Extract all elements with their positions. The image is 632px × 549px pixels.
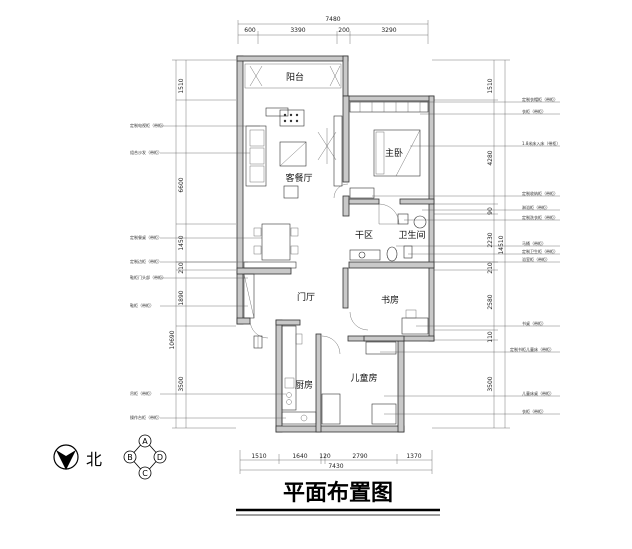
right-dim-5: 210 bbox=[487, 262, 494, 274]
left-dim-4: 210 bbox=[178, 262, 185, 274]
room-kitchen: 厨房 bbox=[295, 379, 313, 391]
room-study: 书房 bbox=[381, 294, 399, 306]
right-dim-3: 90 bbox=[487, 207, 494, 215]
left-dim-3: 1450 bbox=[178, 235, 185, 250]
room-labels: 阳台 客餐厅 主卧 干区 卫生间 门厅 书房 儿童房 厨房 bbox=[285, 71, 425, 391]
note-left-6: 鞋柜（带柜） bbox=[130, 302, 154, 308]
note-left-7: 吊柜（带柜） bbox=[130, 390, 154, 396]
note-right-4: 定制收纳柜（带柜） bbox=[522, 190, 558, 196]
drawing-title-block: 平面布置图 bbox=[236, 480, 440, 516]
section-index-symbol: A B C D bbox=[123, 434, 167, 480]
bottom-dimension-chain: 1510 1640 120 2790 1370 7430 bbox=[239, 450, 433, 474]
top-dimension-chain: 7480 600 3390 200 3290 bbox=[237, 16, 429, 44]
index-b: B bbox=[127, 453, 133, 462]
room-hallway: 干区 bbox=[355, 230, 373, 241]
north-arrow-icon bbox=[56, 450, 76, 470]
note-left-3: 定制餐桌（带柜） bbox=[130, 234, 162, 240]
note-right-9: 浴室柜（带柜） bbox=[522, 256, 550, 262]
note-right-3: 1.8米床入床（带柜） bbox=[522, 140, 560, 146]
right-dim-4: 2230 bbox=[487, 232, 494, 247]
bottom-dim-5: 1370 bbox=[406, 453, 421, 460]
top-dim-2: 3390 bbox=[290, 27, 305, 34]
room-master-bedroom: 主卧 bbox=[385, 147, 403, 159]
bottom-dim-2: 1640 bbox=[292, 453, 307, 460]
north-compass: 北 bbox=[53, 444, 102, 470]
note-left-5: 鞋柜门头部（带柜） bbox=[130, 274, 166, 280]
bottom-dim-1: 1510 bbox=[251, 453, 266, 460]
right-dim-6: 2580 bbox=[487, 294, 494, 309]
note-left-2: 组合沙发（带柜） bbox=[130, 149, 162, 155]
note-left-1: 定制电视柜（带柜） bbox=[130, 122, 166, 128]
left-dim-5: 1890 bbox=[178, 290, 185, 305]
top-dim-4: 3290 bbox=[381, 27, 396, 34]
right-dimension-chain: 1510 4280 90 2230 210 2580 110 3500 1451… bbox=[432, 59, 510, 429]
north-label: 北 bbox=[86, 450, 102, 469]
walls bbox=[236, 55, 435, 433]
note-right-5: 淋浴柜（带柜） bbox=[522, 204, 550, 210]
left-dim-1: 1510 bbox=[178, 78, 185, 93]
note-right-10: 书桌（带柜） bbox=[522, 320, 546, 326]
note-right-11: 定制书柜儿童床（带柜） bbox=[510, 346, 554, 352]
drawing-title: 平面布置图 bbox=[283, 480, 393, 506]
top-total-dim: 7480 bbox=[325, 16, 340, 23]
right-dim-1: 1510 bbox=[487, 78, 494, 93]
room-foyer: 门厅 bbox=[297, 291, 315, 303]
bottom-dim-4: 2790 bbox=[352, 453, 367, 460]
right-dim-8: 3500 bbox=[487, 376, 494, 391]
furniture bbox=[243, 63, 429, 425]
right-total-dim: 14510 bbox=[498, 235, 505, 254]
left-total-dim: 10690 bbox=[169, 330, 176, 349]
note-right-7: 马桶（带柜） bbox=[522, 240, 546, 246]
top-dim-3: 200 bbox=[338, 27, 350, 34]
note-right-12: 儿童床桌（带柜） bbox=[522, 390, 554, 396]
left-annotations: 定制电视柜（带柜） 组合沙发（带柜） 定制餐桌（带柜） 定制边柜（带柜） 鞋柜门… bbox=[130, 122, 286, 420]
note-left-4: 定制边柜（带柜） bbox=[130, 258, 162, 264]
left-dim-2: 6600 bbox=[178, 177, 185, 192]
note-left-8: 操作台柜（带柜） bbox=[130, 414, 162, 420]
right-dim-7: 110 bbox=[487, 331, 494, 343]
room-kids: 儿童房 bbox=[350, 372, 377, 384]
room-living-dining: 客餐厅 bbox=[285, 172, 312, 184]
note-right-2: 衣柜（带柜） bbox=[522, 108, 546, 114]
note-right-8: 定制卫生柜（带柜） bbox=[522, 248, 558, 254]
room-bathroom: 卫生间 bbox=[398, 229, 425, 241]
right-dim-2: 4280 bbox=[487, 150, 494, 165]
index-c: C bbox=[142, 469, 148, 478]
note-right-6: 定制洗衣柜（带柜） bbox=[522, 214, 558, 220]
index-d: D bbox=[157, 453, 163, 462]
index-a: A bbox=[142, 437, 148, 446]
top-dim-1: 600 bbox=[244, 27, 256, 34]
note-right-13: 衣柜（带柜） bbox=[522, 408, 546, 414]
note-right-1: 定制衣帽柜（带柜） bbox=[522, 96, 558, 102]
left-dimension-chain: 1510 6600 1450 210 1890 3500 10690 bbox=[169, 59, 236, 429]
bottom-dim-3: 120 bbox=[319, 453, 331, 460]
room-balcony: 阳台 bbox=[286, 71, 304, 83]
right-annotations: 定制衣帽柜（带柜） 衣柜（带柜） 1.8米床入床（带柜） 定制收纳柜（带柜） 淋… bbox=[362, 96, 560, 415]
left-dim-6: 3500 bbox=[178, 376, 185, 391]
bottom-total-dim: 7430 bbox=[328, 463, 343, 470]
